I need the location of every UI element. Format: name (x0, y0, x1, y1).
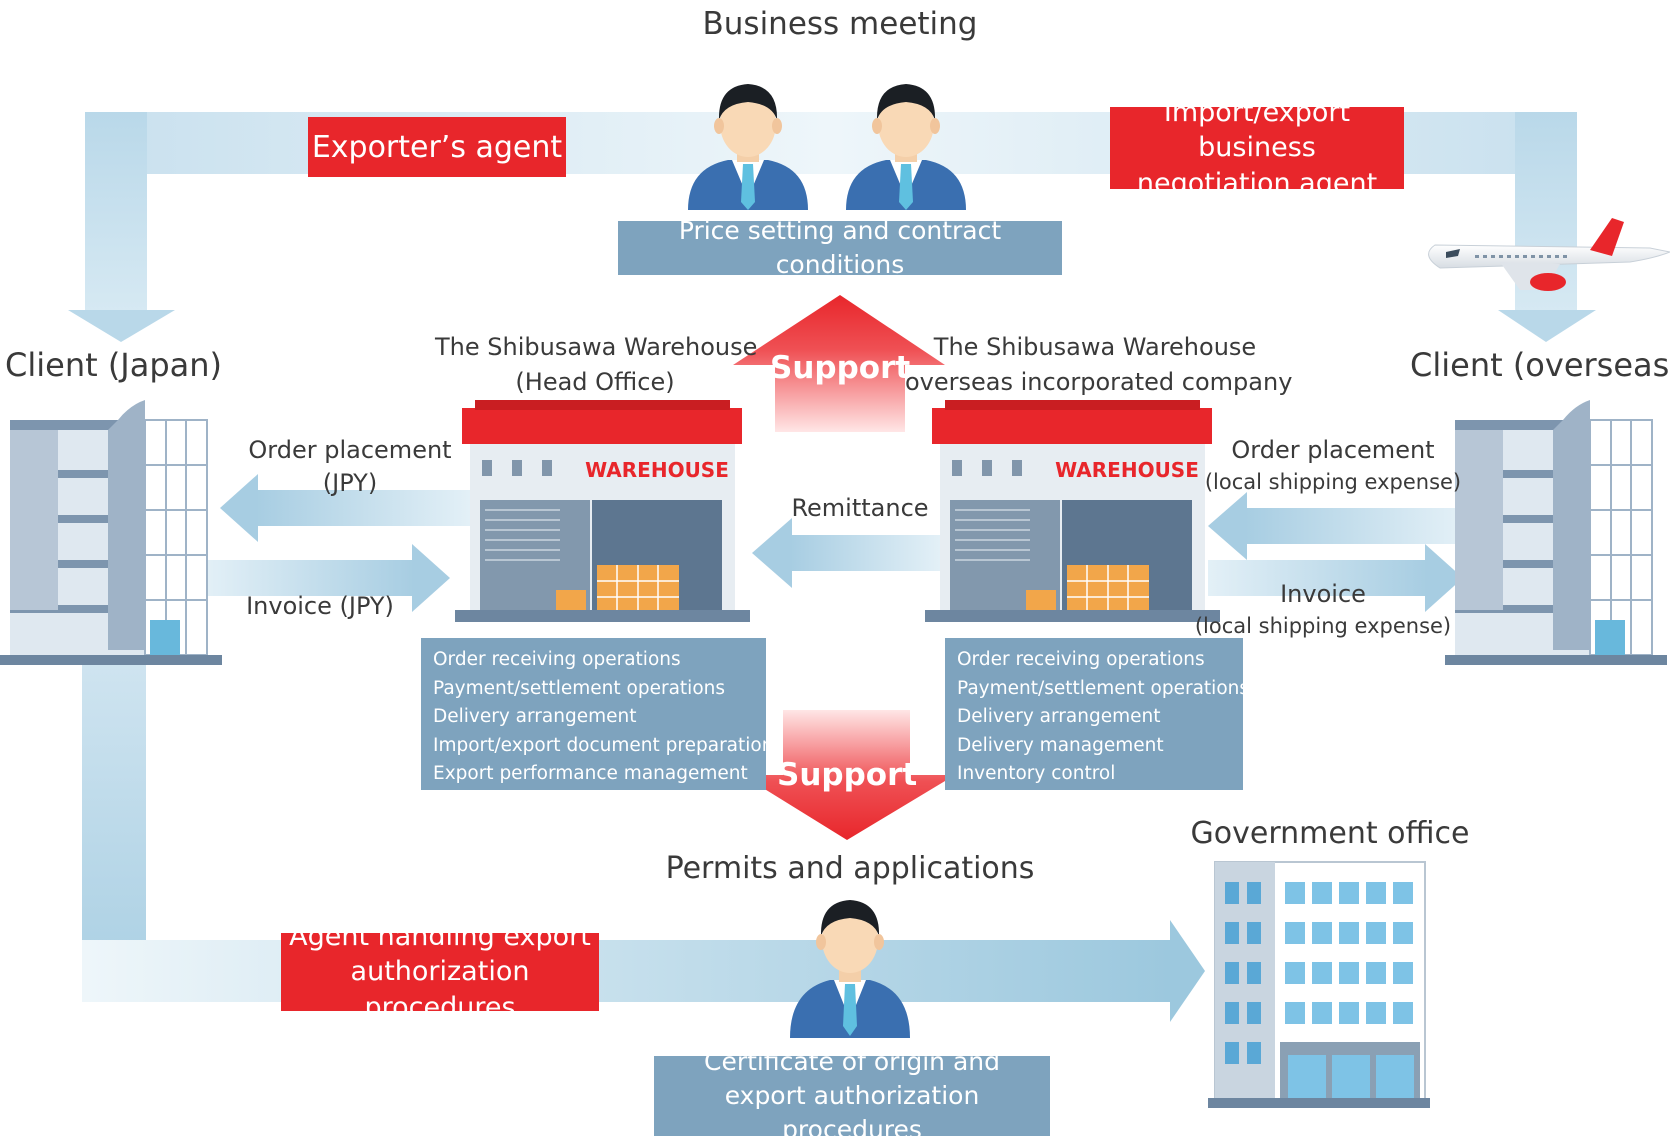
invoice-jpy-arrow (205, 544, 450, 612)
government-office-label: Government office (1190, 816, 1470, 851)
businessman-left-icon (688, 84, 808, 210)
remittance-label: Remittance (791, 494, 929, 522)
airplane-icon (1428, 218, 1670, 291)
list-item: Delivery management (957, 734, 1164, 756)
permits-title: Permits and applications (665, 851, 1035, 886)
businessman-permits-icon (790, 900, 910, 1038)
list-item: Order receiving operations (957, 649, 1205, 670)
client-overseas-label: Client (overseas) (1410, 346, 1670, 384)
client-overseas-building-icon (1445, 400, 1667, 665)
order-jpy-label: Order placement (JPY) (248, 436, 452, 497)
list-item: Import/export document preparation (433, 734, 774, 756)
business-meeting-title: Business meeting (702, 6, 978, 42)
overseas-sign: WAREHOUSE (1055, 458, 1199, 482)
client-japan-building-icon (0, 400, 222, 665)
order-jpy-arrow (220, 474, 470, 542)
head-office-label: The Shibusawa Warehouse (Head Office) (435, 333, 758, 396)
invoice-jpy-label: Invoice (JPY) (246, 592, 394, 620)
overseas-company-label: The Shibusawa Warehouse overseas incorpo… (905, 333, 1293, 396)
list-item: Export performance management (433, 763, 748, 784)
businessman-right-icon (846, 84, 966, 210)
invoice-local-arrow (1208, 544, 1463, 612)
support-down-arrow (742, 710, 955, 840)
bottom-flow-arrow (82, 660, 1205, 1022)
import-export-agent-label: Import/export business negotiation agent (1110, 97, 1404, 199)
certificate-box: Certificate of origin and export authori… (654, 1047, 1050, 1144)
list-item: Payment/settlement operations (957, 677, 1249, 699)
list-item: Inventory control (957, 763, 1116, 784)
support-down-label: Support (777, 757, 918, 793)
list-item: Delivery arrangement (957, 706, 1161, 727)
order-local-arrow (1208, 492, 1460, 560)
price-conditions-box: Price setting and contract conditions (618, 216, 1062, 279)
client-japan-label: Client (Japan) (5, 346, 223, 384)
support-up-label: Support (770, 350, 911, 386)
government-building-icon (1208, 861, 1430, 1108)
overseas-tasks-box: Order receiving operations Payment/settl… (945, 638, 1249, 790)
invoice-local-label: Invoice (local shipping expense) (1194, 580, 1452, 638)
head-office-sign: WAREHOUSE (585, 458, 729, 482)
support-up-arrow (733, 295, 945, 432)
order-local-label: Order placement (local shipping expense) (1204, 436, 1462, 494)
list-item: Delivery arrangement (433, 706, 637, 727)
overseas-warehouse-icon: WAREHOUSE (925, 400, 1220, 622)
head-office-tasks-box: Order receiving operations Payment/settl… (421, 638, 774, 790)
remittance-arrow (752, 518, 940, 588)
list-item: Order receiving operations (433, 649, 681, 670)
list-item: Payment/settlement operations (433, 677, 725, 699)
head-office-warehouse-icon: WAREHOUSE (455, 400, 750, 622)
export-authorization-agent-label: Agent handling export authorization proc… (281, 921, 599, 1023)
exporters-agent-label: Exporter’s agent (308, 117, 566, 177)
